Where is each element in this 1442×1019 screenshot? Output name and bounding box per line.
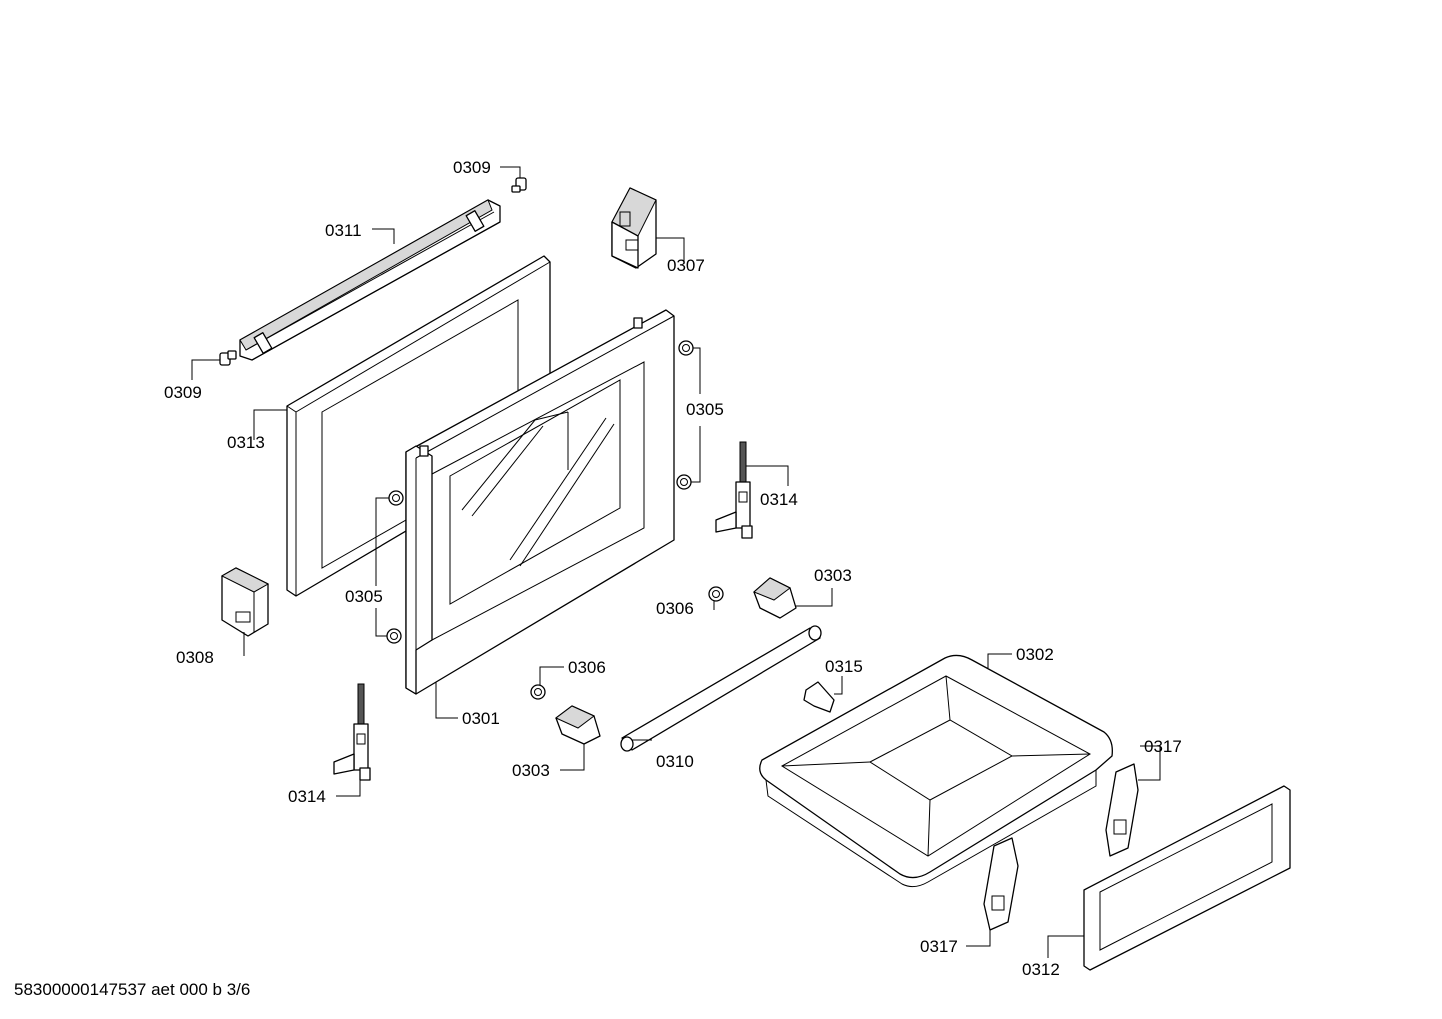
- part-0301-door-frame: [405, 309, 675, 695]
- part-0310-rod: [620, 625, 822, 752]
- part-0306-buffer-top: [708, 586, 724, 602]
- part-0314-hinge-left: [333, 683, 371, 781]
- part-0307-bracket: [611, 187, 657, 269]
- part-0315-clip: [803, 681, 835, 713]
- label-0317-left: 0317: [920, 937, 958, 956]
- part-0309-screw-left: [219, 350, 237, 366]
- label-0315: 0315: [825, 657, 863, 676]
- part-0314-hinge-right: [715, 441, 753, 539]
- part-0308-bracket: [220, 567, 270, 637]
- label-0305-left: 0305: [345, 587, 383, 606]
- label-0317-right: 0317: [1144, 737, 1182, 756]
- label-0308: 0308: [176, 648, 214, 667]
- label-0303-bottom: 0303: [512, 761, 550, 780]
- part-0305-buffer-4: [386, 628, 402, 644]
- part-0312-drawer-front-panel: [1083, 785, 1291, 971]
- label-0301: 0301: [462, 709, 500, 728]
- label-0309-left: 0309: [164, 383, 202, 402]
- part-0305-buffer-1: [678, 340, 694, 356]
- label-0311: 0311: [325, 221, 362, 240]
- part-0302-drawer-tray: [759, 654, 1113, 888]
- label-0305-right: 0305: [686, 400, 724, 419]
- part-0309-screw-top: [511, 177, 527, 193]
- label-0309-top: 0309: [453, 158, 491, 177]
- leader-lines: [191, 166, 1161, 958]
- part-0317-runner-left: [983, 837, 1019, 931]
- part-0305-buffer-3: [388, 490, 404, 506]
- label-0307: 0307: [667, 256, 705, 275]
- part-0317-runner-right: [1105, 763, 1139, 857]
- label-0303-top: 0303: [814, 566, 852, 585]
- label-0302: 0302: [1016, 645, 1054, 664]
- label-0314-left: 0314: [288, 787, 326, 806]
- label-0306-right: 0306: [656, 599, 694, 618]
- label-0314-right: 0314: [760, 490, 798, 509]
- label-0310: 0310: [656, 752, 694, 771]
- document-id: 58300000147537 aet 000 b 3/6: [14, 980, 251, 999]
- part-0305-buffer-2: [676, 474, 692, 490]
- part-0311-door-trim-bar: [239, 199, 501, 361]
- part-0303-clip-top: [753, 577, 797, 619]
- label-0313: 0313: [227, 433, 265, 452]
- part-labels: 0309 0311 0307 0309 0313 0305 0314 0305 …: [164, 158, 1182, 979]
- part-0303-clip-bottom: [555, 705, 601, 745]
- label-0306-left: 0306: [568, 658, 606, 677]
- part-0306-buffer-bottom: [530, 684, 546, 700]
- label-0312: 0312: [1022, 960, 1060, 979]
